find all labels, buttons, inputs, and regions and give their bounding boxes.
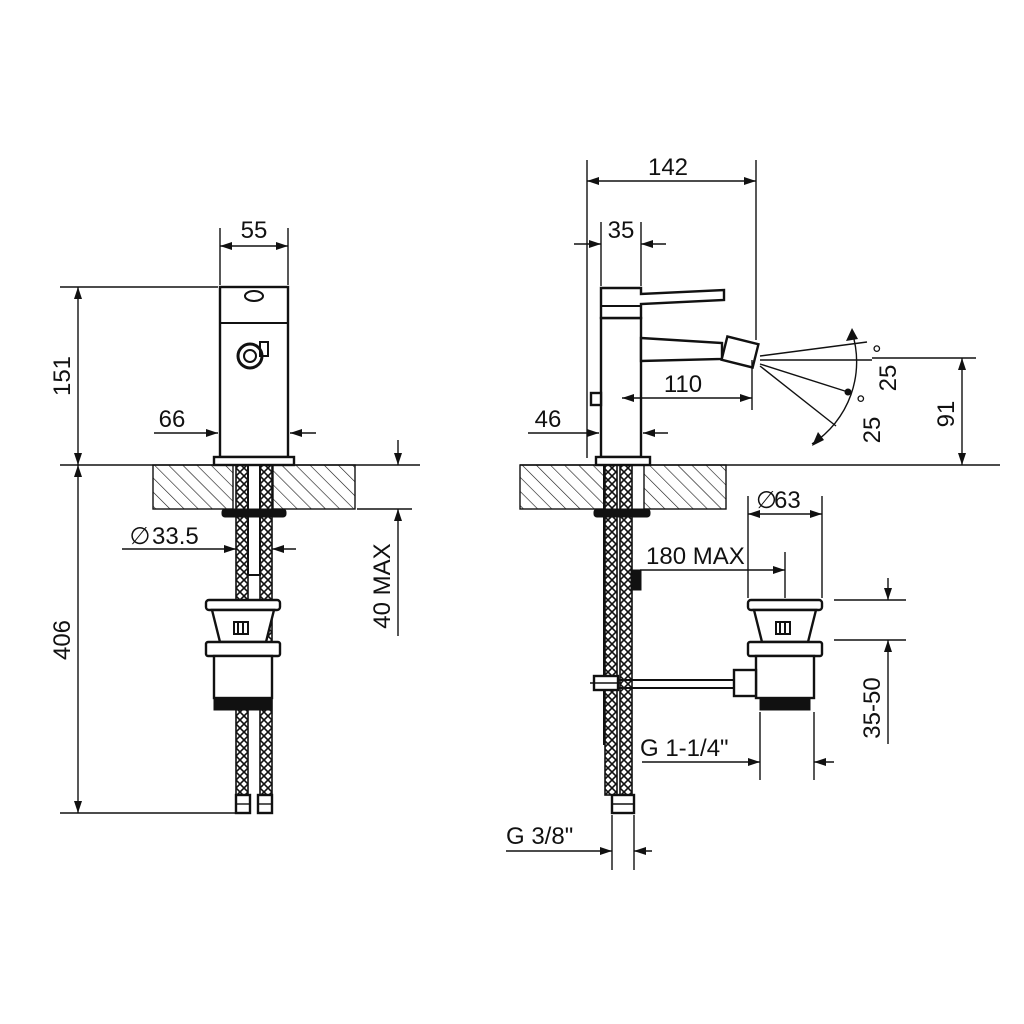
dim-side-waste-diameter: ∅ 63 (747, 487, 823, 598)
side-lock-nut (593, 508, 651, 518)
dim-front-body-width: 55 (219, 217, 289, 285)
dim-label-supply-thread: G 3/8" (506, 823, 573, 850)
dim-side-pop-up-distance: 180 MAX (640, 543, 786, 598)
dim-side-waste-adjust: 35-50 (834, 578, 906, 744)
side-spray-head (720, 335, 760, 369)
dim-label-55: 55 (241, 217, 268, 244)
dim-side-lever-offset: 46 (528, 406, 668, 437)
diameter-symbol-63: ∅ (756, 487, 777, 514)
front-pop-up-knob-inner (243, 349, 257, 363)
front-shank (247, 464, 261, 576)
dim-side-spray-angle: 25 ° 25 ° (759, 328, 902, 446)
dim-front-max-deck: 40 MAX (357, 440, 412, 636)
dim-label-63: 63 (774, 487, 801, 514)
front-pop-up-waste (204, 598, 282, 711)
dim-label-angle-down: 25 (859, 417, 886, 444)
diameter-symbol: ∅ (130, 523, 151, 550)
front-lever-slot (244, 290, 264, 302)
dim-side-supply-thread: G 3/8" (506, 815, 652, 870)
dim-front-spout-projection: 66 (154, 406, 316, 437)
dim-label-35-50: 35-50 (859, 677, 886, 738)
side-pop-up-waste (732, 598, 824, 711)
front-view: 55 151 66 ∅ 33.5 (49, 217, 420, 815)
dim-side-total-depth: 142 (586, 154, 757, 458)
front-lock-nut (221, 508, 287, 518)
side-pop-up-knob (589, 391, 603, 407)
dim-label-waste-thread: G 1-1/4" (640, 735, 729, 762)
dim-label-angle-up: 25 (875, 365, 902, 392)
side-countertop-right (643, 464, 727, 510)
dim-label-91: 91 (933, 401, 960, 428)
dim-label-46: 46 (535, 406, 562, 433)
dim-side-spout-reach: 110 (622, 360, 753, 410)
dim-label-40-max: 40 MAX (369, 543, 396, 628)
front-mixer-top-cap (219, 286, 289, 324)
dim-front-shank-diameter: ∅ 33.5 (122, 523, 296, 553)
dim-label-142: 142 (648, 154, 688, 181)
dim-side-outlet-height: 91 (872, 357, 976, 465)
side-countertop-left (519, 464, 605, 510)
front-base-flange (212, 455, 296, 467)
dim-label-66: 66 (159, 406, 186, 433)
degree-symbol-up: ° (872, 341, 882, 368)
side-mixer-body (599, 316, 643, 459)
dim-label-33-5: 33.5 (152, 523, 199, 550)
dim-side-body-diameter: 35 (574, 217, 666, 286)
dim-side-waste-thread: G 1-1/4" (640, 712, 834, 780)
front-countertop-left (152, 464, 234, 510)
side-base-flange (594, 455, 652, 467)
degree-symbol-down: ° (856, 391, 866, 418)
dim-label-151: 151 (49, 356, 76, 396)
dim-front-height-above: 151 (49, 286, 218, 465)
dim-label-35: 35 (608, 217, 635, 244)
side-spout (639, 336, 724, 363)
front-countertop-right (272, 464, 356, 510)
dim-front-height-below: 406 (49, 465, 236, 814)
front-mixer-body (218, 285, 290, 459)
dim-label-110: 110 (664, 371, 702, 398)
side-lever (599, 286, 726, 320)
front-pop-up-stem (259, 341, 269, 357)
side-view: 142 35 110 46 (506, 154, 1000, 870)
dim-label-406: 406 (49, 620, 76, 660)
dim-label-180-max: 180 MAX (646, 543, 745, 570)
